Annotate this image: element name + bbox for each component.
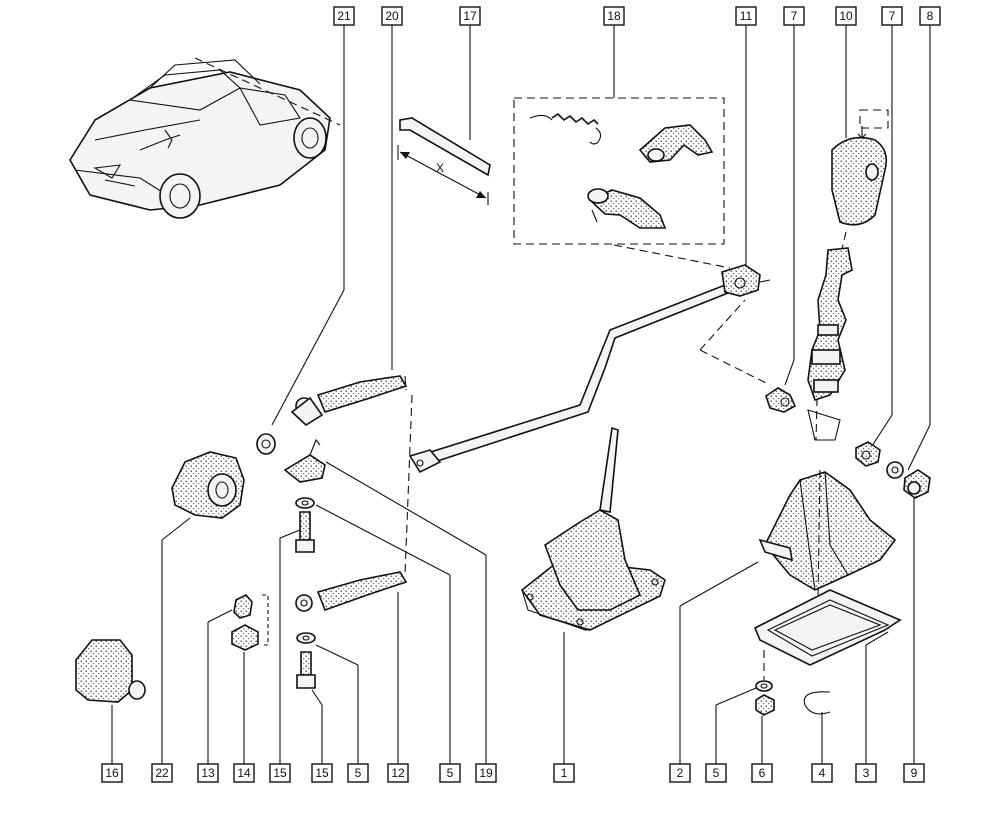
callout-19-label: 19 [479,766,493,780]
callout-5b: 5 [439,763,461,783]
callout-10-label: 10 [839,9,853,23]
callout-6: 6 [751,763,773,783]
callout-7a: 7 [783,6,805,26]
part-2-shift-housing [753,469,902,666]
bottom-leader-lines [111,461,915,764]
gear-selector-rod [408,244,771,474]
part-1-gear-lever-base [520,426,666,631]
callout-19: 19 [475,763,497,783]
callout-15b: 15 [311,763,333,783]
top-callouts: 21 20 17 18 11 7 10 7 8 [333,6,941,26]
callout-3-label: 3 [863,766,870,780]
callout-9: 9 [903,763,925,783]
callout-8: 8 [919,6,941,26]
callout-5a-label: 5 [355,766,362,780]
callout-2: 2 [669,763,691,783]
callout-6-label: 6 [759,766,766,780]
callout-5a: 5 [347,763,369,783]
repair-kit-frame [513,97,725,245]
callout-8-label: 8 [927,9,934,23]
callout-9-label: 9 [911,766,918,780]
callout-7b-label: 7 [889,9,896,23]
callout-12: 12 [387,763,409,783]
callout-12-label: 12 [391,766,405,780]
callout-18-label: 18 [607,9,621,23]
part-10-gear-knob-assembly [807,109,889,441]
callout-7a-label: 7 [791,9,798,23]
callout-22-label: 22 [155,766,169,780]
callout-11-label: 11 [740,9,753,23]
part-18-repair-kit [513,97,725,245]
callout-7b: 7 [881,6,903,26]
callout-13-label: 13 [201,766,215,780]
part-13-14-clip-nut [231,594,269,651]
callout-5b-label: 5 [447,766,454,780]
callout-14-label: 14 [237,766,251,780]
part-4-circlip [803,691,831,715]
callout-17: 17 [459,6,481,26]
top-leader-lines [271,24,931,471]
part-17-cable-tie: X [397,117,491,205]
callout-11: 11 [735,6,757,26]
callout-14: 14 [233,763,255,783]
callout-4-label: 4 [819,766,826,780]
callout-5c-label: 5 [713,766,720,780]
car-illustration [69,57,341,219]
callout-5c: 5 [705,763,727,783]
callout-3: 3 [855,763,877,783]
part-16-cover [75,639,146,703]
bottom-callouts: 16 22 13 14 15 15 5 12 5 19 1 2 5 6 4 3 … [101,763,925,783]
callout-1-label: 1 [561,766,568,780]
callout-20-label: 20 [385,9,399,23]
part-20-upper-linkage [256,375,408,483]
callout-21-label: 21 [337,9,351,23]
callout-4: 4 [811,763,833,783]
callout-16-label: 16 [105,766,119,780]
callout-15b-label: 15 [315,766,329,780]
callout-1: 1 [553,763,575,783]
callout-21: 21 [333,6,355,26]
knob-label-box [859,109,889,129]
callout-13: 13 [197,763,219,783]
callout-22: 22 [151,763,173,783]
part-15-bolts-and-washers [295,497,316,689]
callout-18: 18 [603,6,625,26]
callout-20: 20 [381,6,403,26]
part-12-lower-linkage [295,394,413,612]
callout-15a: 15 [269,763,291,783]
callout-10: 10 [835,6,857,26]
part-22-rubber-boot [171,451,245,519]
dimension-x-label: X [436,161,444,175]
part-5-6-washer-nut [755,650,775,716]
callout-2-label: 2 [677,766,684,780]
callout-16: 16 [101,763,123,783]
callout-17-label: 17 [463,9,477,23]
callout-15a-label: 15 [273,766,287,780]
part-7-bushes [765,387,931,499]
